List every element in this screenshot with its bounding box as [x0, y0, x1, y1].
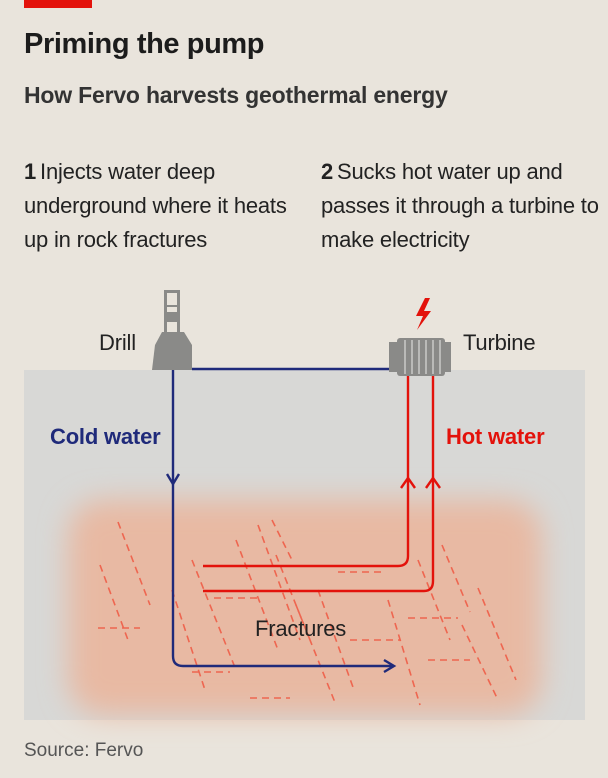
page-subtitle: How Fervo harvests geothermal energy [24, 82, 448, 108]
source-note: Source: Fervo [24, 740, 144, 761]
turbine-label: Turbine [463, 330, 536, 355]
fracture [417, 559, 451, 641]
fracture [477, 587, 517, 681]
hot-water-arrow [425, 475, 441, 489]
hot-water-label: Hot water [446, 424, 545, 449]
step-2-text: Sucks hot water up and passes it through… [321, 159, 599, 252]
fracture [271, 519, 293, 561]
step-2-number: 2 [321, 159, 334, 184]
step-1-text: Injects water deep underground where it … [24, 159, 287, 252]
fracture [171, 589, 206, 691]
drill-rig-icon [152, 290, 192, 370]
turbine-icon [389, 338, 451, 376]
fracture [191, 559, 237, 671]
drill-label: Drill [99, 330, 136, 355]
fracture [441, 544, 471, 613]
fracture [295, 604, 337, 706]
fracture [235, 539, 279, 651]
hot-water-arrow [400, 475, 416, 489]
hot-water-pipe [203, 368, 441, 593]
brand-accent-bar [24, 0, 92, 8]
page-title: Priming the pump [24, 28, 265, 60]
fractures-label: Fractures [255, 616, 347, 641]
cold-water-arrow [165, 473, 181, 487]
hot-rock-zone [68, 500, 542, 715]
fracture [275, 554, 311, 641]
fracture [257, 524, 301, 641]
fracture [461, 624, 499, 701]
step-1-number: 1 [24, 159, 37, 184]
fracture [117, 521, 151, 606]
fracture [387, 599, 421, 706]
fracture [317, 589, 355, 691]
cold-water-arrow [383, 658, 397, 674]
cold-water-label: Cold water [50, 424, 161, 449]
cold-water-pipe [165, 367, 397, 674]
lightning-bolt-icon [416, 298, 431, 330]
fracture-lines [98, 519, 517, 706]
